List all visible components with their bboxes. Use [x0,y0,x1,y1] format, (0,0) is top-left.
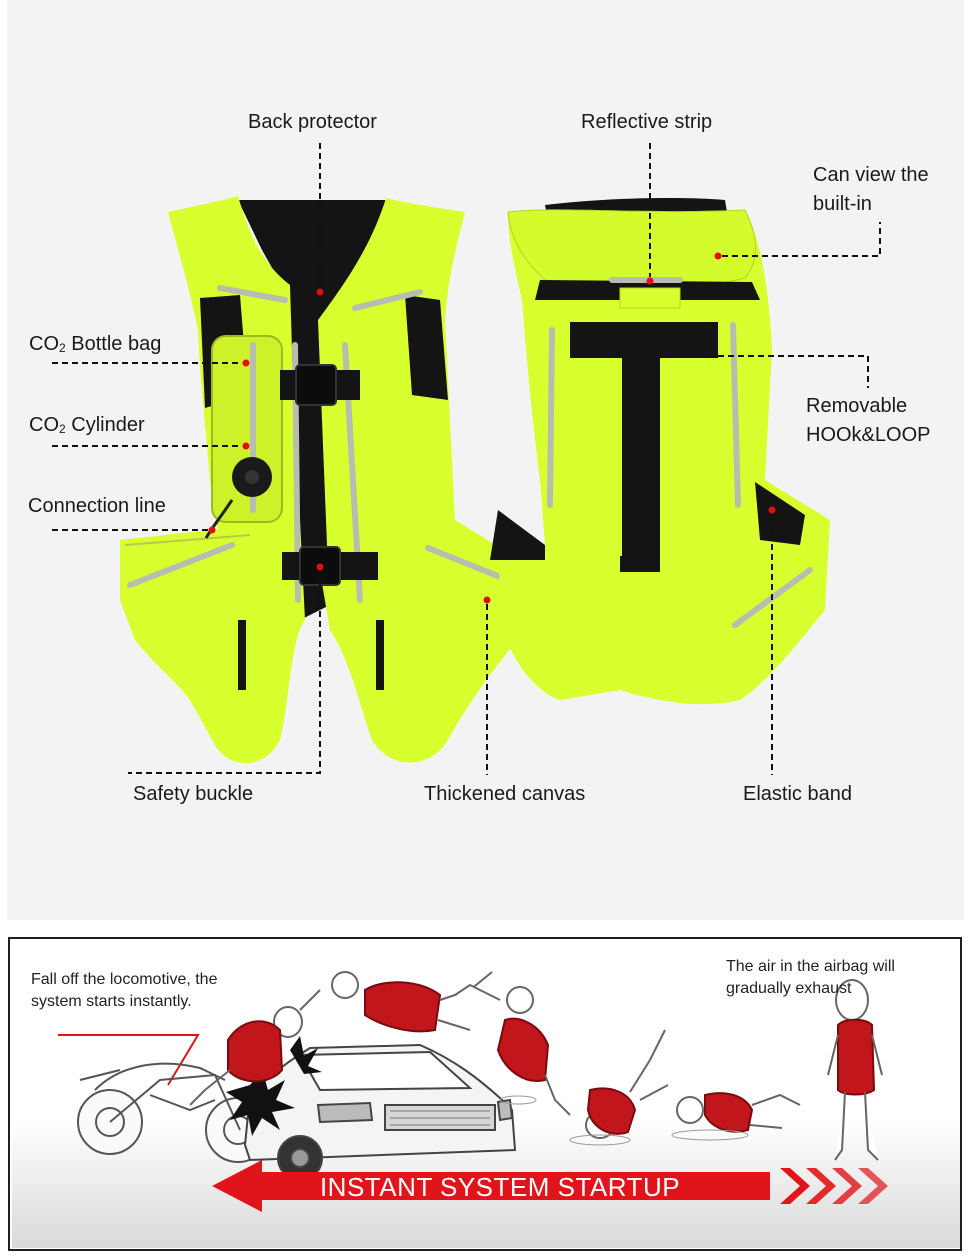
front-vest-illustration [120,196,551,764]
callout-leader-lines [52,143,881,775]
callout-markers [208,252,776,604]
label-reflective-strip: Reflective strip [581,111,713,133]
label-elastic-band: Elastic band [743,783,852,805]
label-removable-line1: Removable [806,395,908,417]
label-co2-bottle-bag: CO2 Bottle bag [29,333,162,355]
caption-exhaust-line2: gradually exhaust [726,980,852,997]
caption-fall-line1: Fall off the locomotive, the [31,971,218,988]
product-diagram-panel [7,0,964,920]
label-can-view-line1: Can view the [813,164,929,186]
caption-fall-line2: system starts instantly. [31,993,192,1010]
label-co2-cylinder: CO2 Cylinder [29,414,145,436]
caption-exhaust-line1: The air in the airbag will [726,958,895,975]
rider-figures [189,971,883,1161]
label-back-protector: Back protector [248,111,377,133]
banner-instant-startup: INSTANT SYSTEM STARTUP [319,1172,681,1202]
label-connection-line: Connection line [28,495,166,517]
label-safety-buckle: Safety buckle [133,783,254,805]
car-illustration [243,1043,517,1181]
label-removable-line2: HOOk&LOOP [806,424,931,446]
startup-arrow [212,1160,888,1212]
label-can-view-line2: built-in [813,193,872,215]
vest-diagram [52,143,881,775]
back-vest-illustration [490,197,830,705]
label-thickened-canvas: Thickened canvas [424,783,586,805]
